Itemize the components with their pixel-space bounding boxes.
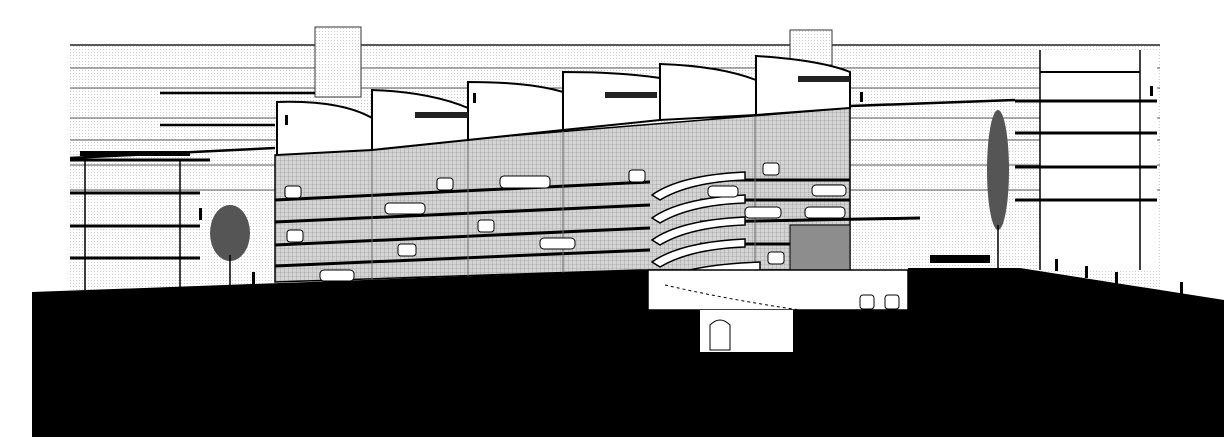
car: [397, 243, 417, 257]
cars: [284, 162, 847, 282]
person: [1085, 266, 1088, 278]
car: [767, 251, 785, 265]
rooftop-pavilions: [276, 54, 851, 157]
person: [199, 208, 202, 220]
right-wing: [1015, 50, 1157, 270]
person: [860, 92, 863, 102]
trees: [210, 110, 1009, 290]
left-wing: [70, 158, 210, 290]
people-group: [80, 151, 190, 156]
tree: [987, 110, 1009, 230]
people: [80, 86, 1183, 294]
subway-train: [709, 319, 731, 351]
car: [319, 269, 355, 282]
person: [473, 93, 476, 103]
interior-hall: [789, 224, 851, 271]
subway-tunnel: [700, 310, 793, 352]
car: [436, 177, 454, 191]
person: [285, 115, 288, 125]
person: [252, 272, 255, 284]
car: [804, 206, 846, 219]
people-group: [930, 255, 990, 263]
car: [286, 229, 304, 243]
person: [1180, 282, 1183, 294]
ground-mass: [32, 268, 1224, 437]
car: [744, 206, 782, 219]
car: [707, 185, 739, 198]
person: [1115, 272, 1118, 284]
car: [811, 184, 847, 197]
car: [539, 237, 576, 250]
car: [284, 185, 302, 199]
person: [1150, 86, 1153, 96]
car: [859, 294, 875, 310]
roof-planters: [415, 76, 850, 118]
car: [628, 169, 646, 183]
person: [1055, 259, 1058, 271]
basement: [647, 269, 909, 311]
car: [884, 294, 900, 310]
car: [762, 162, 780, 176]
tree: [210, 205, 250, 261]
car: [384, 202, 426, 215]
car: [477, 219, 495, 233]
car: [499, 175, 551, 189]
